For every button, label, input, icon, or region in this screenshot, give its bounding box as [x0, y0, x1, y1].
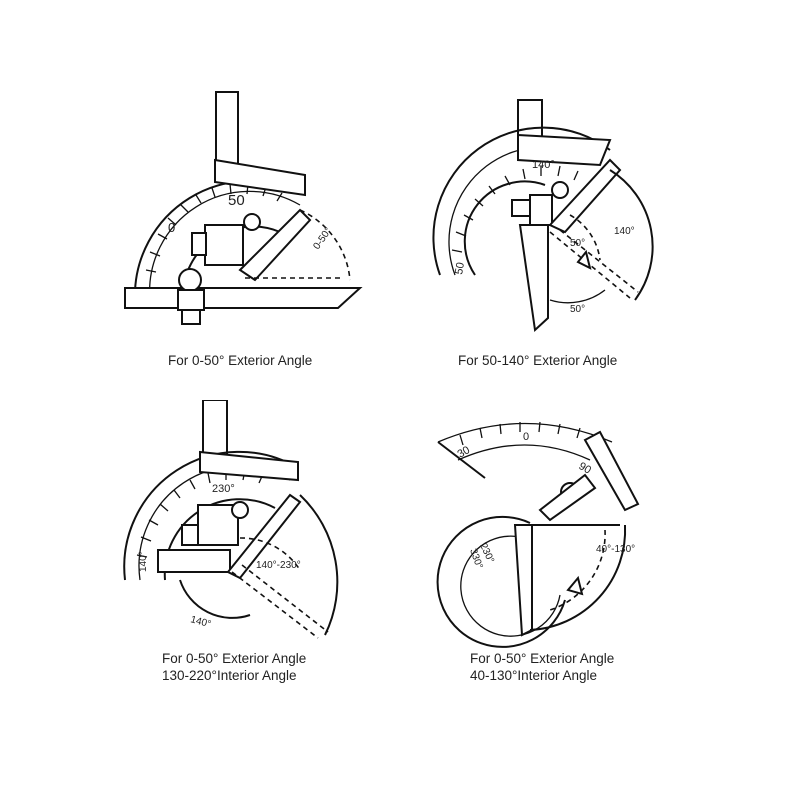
scale-label: 50	[228, 192, 245, 209]
base-straightedge	[157, 549, 231, 573]
lower-angle-arc	[179, 579, 251, 619]
lower-angle-arc	[549, 289, 606, 304]
body-block	[204, 224, 244, 266]
outer-angle-arc	[529, 524, 627, 631]
inner-angle-arc	[239, 537, 301, 571]
lock-knob	[511, 199, 531, 217]
scale-ticks	[459, 421, 581, 446]
vernier-plate	[214, 158, 306, 197]
outer-scale-arc	[123, 450, 299, 581]
caption-panel-1: For 0-50° Exterior Angle	[168, 352, 312, 369]
angled-blade	[238, 208, 312, 282]
outer-angle-arc	[609, 169, 654, 301]
scale-label: 230°	[212, 483, 235, 495]
clamp-nut	[181, 309, 201, 325]
inner-angle-arc	[569, 214, 601, 261]
angled-blade	[538, 473, 597, 522]
window-circle-outer	[436, 515, 566, 648]
caption-line: For 0-50° Exterior Angle	[168, 353, 313, 368]
scale-band-inner	[457, 444, 591, 461]
vernier-plate	[583, 430, 640, 512]
angle-label: 0-50°	[311, 226, 334, 252]
direction-arrow	[566, 575, 584, 596]
window-circle-inner	[460, 535, 561, 637]
angle-label: 140°	[189, 614, 212, 630]
window-arc	[463, 180, 546, 276]
direction-arrow	[576, 249, 592, 270]
extension-line-2	[241, 564, 329, 633]
protractor-drawing-4: 30 0 90 230° 330° 40°-130°	[436, 421, 640, 648]
scale-label: 0	[168, 220, 175, 235]
outer-scale-arc	[432, 126, 611, 276]
scale-ticks	[451, 165, 579, 253]
diagram-panel-1: 50 0 0-50°	[0, 0, 400, 400]
extension-line-1	[231, 571, 319, 639]
base-straightedge	[124, 287, 363, 309]
extension-line-2	[559, 229, 639, 293]
diagram-panel-4: 30 0 90 230° 330° 40°-130°	[400, 400, 800, 800]
vertical-blade	[513, 524, 533, 637]
lock-knob	[191, 232, 207, 256]
scale-band-top	[437, 422, 613, 443]
protractor-drawing-3: 230° 140° 140°-230° 140°	[123, 400, 339, 639]
scale-label: 0	[523, 431, 529, 443]
caption-panel-4: For 0-50° Exterior Angle 40-130°Interior…	[470, 650, 614, 684]
clamp-block	[177, 289, 205, 311]
diagram-panel-3: 230° 140° 140°-230° 140°	[0, 400, 400, 800]
caption-line: 40-130°Interior Angle	[470, 668, 597, 683]
vernier-plate	[199, 450, 299, 482]
vernier-plate	[517, 133, 612, 167]
scale-label: 140°	[138, 551, 149, 572]
body-block	[529, 194, 553, 226]
scale-band-left	[437, 441, 486, 479]
pivot-screw	[243, 213, 261, 231]
scale-label: 140°	[532, 159, 555, 171]
inner-angle-arc	[549, 529, 606, 611]
angle-arc	[299, 209, 351, 281]
angled-blade	[548, 158, 622, 234]
angled-blade	[226, 493, 302, 580]
angle-label: 140°-230°	[256, 560, 301, 571]
pivot-screw-lower	[178, 268, 202, 292]
pivot-screw	[231, 501, 249, 519]
inner-scale-arc	[148, 190, 301, 301]
scale-label: 50	[453, 261, 467, 275]
pivot-screw	[551, 181, 569, 199]
angle-label: 140°	[614, 226, 635, 237]
scale-label: 30	[456, 444, 473, 461]
outer-angle-arc	[299, 494, 339, 636]
caption-line: 130-220°Interior Angle	[162, 668, 297, 683]
caption-panel-3: For 0-50° Exterior Angle 130-220°Interio…	[162, 650, 306, 684]
protractor-drawing-2: 140° 50 50° 140° 50°	[432, 99, 654, 333]
angle-label: 50°	[570, 304, 585, 315]
diagram-panel-2: 140° 50 50° 140° 50°	[400, 0, 800, 400]
caption-line: For 50-140° Exterior Angle	[458, 353, 618, 368]
lock-knob	[181, 524, 199, 546]
base-straightedge	[518, 224, 549, 333]
angle-label: 40°-130°	[596, 544, 635, 555]
angle-label: 50°	[570, 238, 585, 249]
caption-line: For 0-50° Exterior Angle	[470, 651, 615, 666]
vertical-blade	[202, 400, 228, 456]
caption-line: For 0-50° Exterior Angle	[162, 651, 307, 666]
scale-ticks	[145, 183, 283, 273]
protractor-drawing-1: 50 0 0-50°	[124, 91, 363, 325]
scale-label: 90	[577, 460, 594, 477]
caption-panel-2: For 50-140° Exterior Angle	[458, 352, 617, 369]
